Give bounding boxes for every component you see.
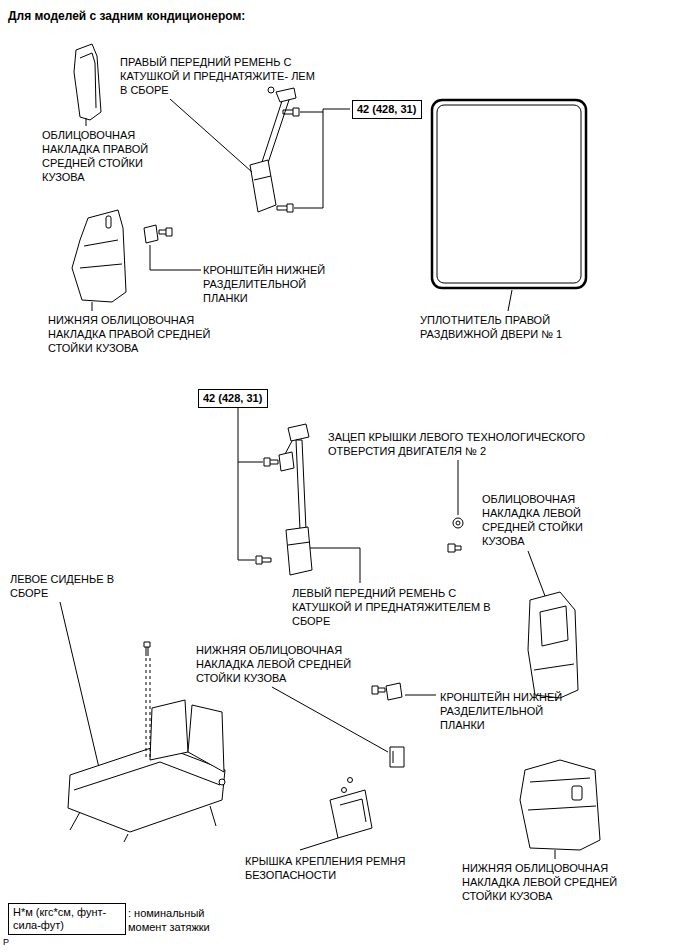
legend-torque-box: Н*м (кгс*см, фунт-сила-фут) [8,903,126,935]
part-name: УПЛОТНИТЕЛЬ ПРАВОЙ РАЗДВИЖНОЙ ДВЕРИ № 1 [420,313,570,341]
part-name: ОБЛИЦОВОЧНАЯ НАКЛАДКА ЛЕВОЙ СРЕДНЕЙ СТОЙ… [482,492,602,548]
box-text: 42 (428, 31) [357,103,417,116]
figure-code: P [3,937,23,948]
part-name: ЗАЦЕП КРЫШКИ ЛЕВОГО ТЕХНОЛОГИЧЕСКОГО ОТВ… [328,430,628,458]
legend-note: : номинальный момент затяжки [128,906,228,934]
box-text: Н*м (кгс*см, фунт-сила-фут) [13,906,121,932]
part-name: НИЖНЯЯ ОБЛИЦОВОЧНАЯ НАКЛАДКА ЛЕВОЙ СРЕДН… [196,643,371,685]
diagram-title: Для моделей с задним кондиционером: [8,9,245,23]
torque-box: 42 (428, 31) [198,389,268,408]
part-name: КРЫШКА КРЕПЛЕНИЯ РЕМНЯ БЕЗОПАСНОСТИ [245,854,415,882]
part-name: НИЖНЯЯ ОБЛИЦОВОЧНАЯ НАКЛАДКА ПРАВОЙ СРЕД… [48,313,223,355]
box-text: 42 (428, 31) [203,392,263,405]
part-name: КРОНШТЕЙН НИЖНЕЙ РАЗДЕЛИТЕЛЬНОЙ ПЛАНКИ [440,690,570,732]
part-name: НИЖНЯЯ ОБЛИЦОВОЧНАЯ НАКЛАДКА ЛЕВОЙ СРЕДН… [462,861,637,903]
part-name: ПРАВЫЙ ПЕРЕДНИЙ РЕМЕНЬ С КАТУШКОЙ И ПРЕД… [120,55,320,97]
part-name: ОБЛИЦОВОЧНАЯ НАКЛАДКА ПРАВОЙ СРЕДНЕЙ СТО… [42,128,162,184]
part-name: КРОНШТЕЙН НИЖНЕЙ РАЗДЕЛИТЕЛЬНОЙ ПЛАНКИ [203,263,333,305]
torque-box: 42 (428, 31) [352,100,422,119]
part-name: ЛЕВЫЙ ПЕРЕДНИЙ РЕМЕНЬ С КАТУШКОЙ И ПРЕДН… [292,586,502,628]
part-name: ЛЕВОЕ СИДЕНЬЕ В СБОРЕ [10,572,125,600]
